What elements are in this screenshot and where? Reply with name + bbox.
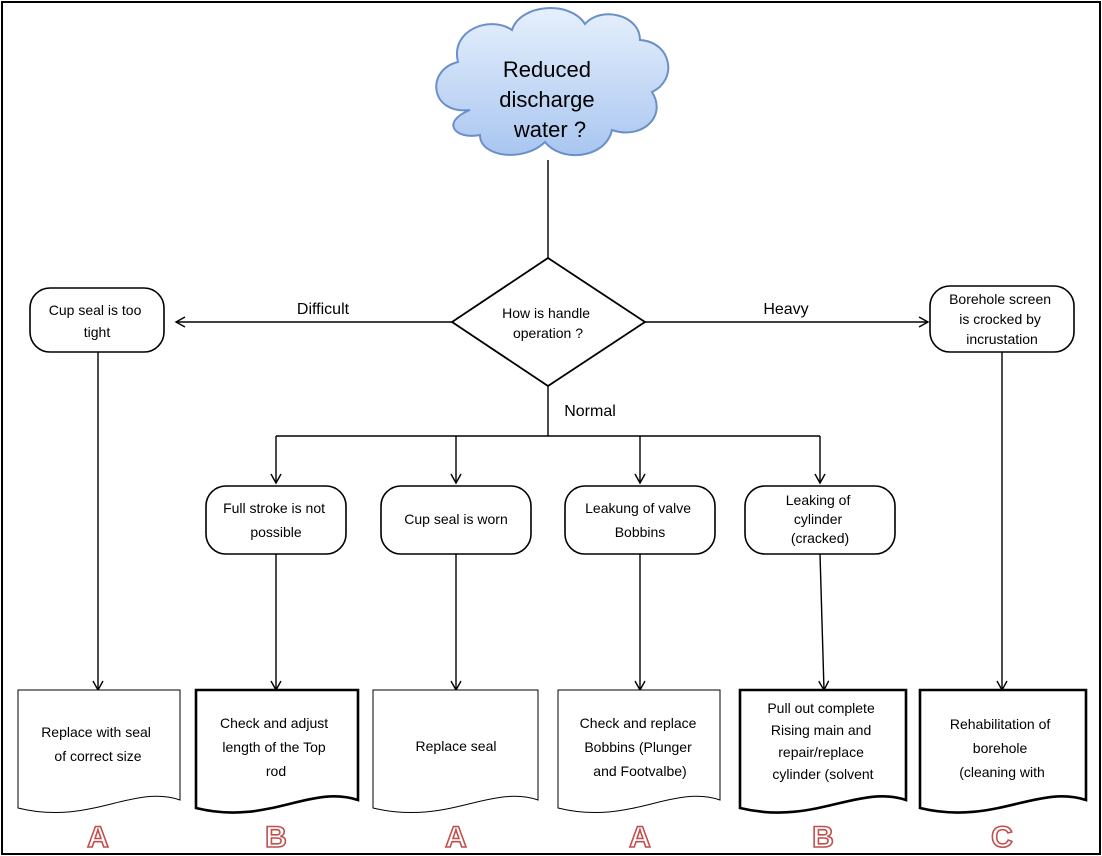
grade-label: A — [87, 821, 109, 854]
cause-borehole-screen-line-3: incrustation — [966, 331, 1038, 347]
cause-full-stroke-line-1: Full stroke is not — [223, 500, 325, 516]
cause-borehole-screen-line-2: is crocked by — [959, 311, 1041, 327]
grade-label: B — [812, 821, 834, 854]
branch-label-heavy: Heavy — [763, 301, 808, 318]
action-rehabilitation-line-3: (cleaning with — [959, 764, 1045, 780]
cause-borehole-screen-line-1: Borehole screen — [949, 291, 1051, 307]
cause-cup-seal-tight-line-2: tight — [84, 324, 111, 340]
action-rising-main-line-1: Pull out complete — [767, 700, 875, 716]
decision-diamond: How is handle operation ? — [450, 256, 647, 388]
start-line-3: water ? — [513, 117, 586, 142]
svg-text:Replace with seal of cor: Replace with seal of correct size — [41, 724, 155, 764]
grade-label: A — [629, 821, 651, 854]
action-replace-bobbins-line-3: and Footvalbe) — [593, 763, 686, 779]
grade-label: A — [445, 821, 467, 854]
cause-cup-seal-tight: Cup seal is too tight — [29, 287, 165, 353]
svg-text:Pull out complete Rising: Pull out complete Rising main and repair… — [767, 700, 878, 782]
cause-full-stroke-line-2: possible — [250, 524, 302, 540]
cause-cup-seal-worn: Cup seal is worn — [380, 485, 532, 555]
decision-line-1: How is handle — [502, 305, 590, 321]
action-rising-main: Pull out complete Rising main and repair… — [738, 688, 908, 814]
svg-text:Leaking of cylinder: Leaking of cylinder (cracked) — [786, 492, 855, 546]
cause-full-stroke: Full stroke is not possible — [205, 485, 347, 555]
grades: A B A A B C — [86, 820, 1013, 855]
branch-label-normal: Normal — [564, 403, 616, 420]
action-adjust-top-rod-line-1: Check and adjust — [220, 715, 328, 731]
action-rehabilitation: Rehabilitation of borehole (cleaning wit… — [918, 688, 1088, 814]
start-text: Reduced discharge water ? — [499, 57, 601, 142]
start-line-1: Reduced — [503, 57, 591, 82]
action-replace-seal-line-1: Replace seal — [416, 738, 497, 754]
svg-text:Leakung of valve Bobbins: Leakung of valve Bobbins — [585, 500, 695, 540]
cause-cylinder-line-3: (cracked) — [791, 530, 849, 546]
action-rising-main-line-2: Rising main and — [771, 722, 871, 738]
svg-text:Cup seal is too tight: Cup seal is too tight — [49, 302, 146, 340]
action-replace-bobbins-line-2: Bobbins (Plunger — [584, 739, 692, 755]
action-replace-bobbins: Check and replace Bobbins (Plunger and F… — [557, 689, 721, 813]
cause-cup-seal-worn-line-1: Cup seal is worn — [404, 511, 508, 527]
svg-text:Full stroke is not possi: Full stroke is not possible — [223, 500, 329, 540]
action-rising-main-line-4: cylinder (solvent — [772, 766, 873, 782]
svg-text:Rehabilitation of boreho: Rehabilitation of borehole (cleaning wit… — [950, 716, 1054, 780]
start-line-2: discharge — [499, 87, 594, 112]
action-replace-seal-size: Replace with seal of correct size — [17, 689, 181, 813]
action-rising-main-line-3: repair/replace — [778, 744, 864, 760]
cause-valve-bobbins-line-2: Bobbins — [615, 524, 666, 540]
svg-text:Cup seal is worn: Cup seal is worn — [404, 511, 508, 527]
svg-text:How is handle operation: How is handle operation ? — [502, 305, 594, 341]
action-adjust-top-rod: Check and adjust length of the Top rod — [194, 688, 360, 814]
svg-text:Borehole screen is crock: Borehole screen is crocked by incrustati… — [949, 291, 1055, 347]
cause-valve-bobbins-line-1: Leakung of valve — [585, 500, 691, 516]
grade-label: C — [991, 821, 1013, 854]
start-cloud: Reduced discharge water ? — [435, 7, 670, 157]
decision-line-2: operation ? — [513, 325, 583, 341]
action-replace-seal-size-line-2: of correct size — [54, 748, 141, 764]
action-adjust-top-rod-line-3: rod — [266, 763, 286, 779]
branch-label-difficult: Difficult — [297, 301, 350, 318]
cause-cup-seal-tight-line-1: Cup seal is too — [49, 302, 142, 318]
cause-cylinder-line-2: cylinder — [794, 511, 843, 527]
connectors — [92, 160, 1008, 692]
action-replace-seal: Replace seal — [372, 689, 539, 813]
action-replace-seal-size-line-1: Replace with seal — [41, 724, 151, 740]
svg-text:Check and replace Bobbin: Check and replace Bobbins (Plunger and F… — [580, 715, 701, 779]
svg-text:Check and adjust length: Check and adjust length of the Top rod — [220, 715, 332, 779]
cause-borehole-screen: Borehole screen is crocked by incrustati… — [929, 285, 1075, 353]
action-replace-bobbins-line-1: Check and replace — [580, 715, 697, 731]
action-rehabilitation-line-2: borehole — [973, 740, 1028, 756]
cause-cylinder: Leaking of cylinder (cracked) — [744, 485, 896, 555]
svg-text:Replace seal: Replace seal — [416, 738, 497, 754]
action-rehabilitation-line-1: Rehabilitation of — [950, 716, 1051, 732]
cause-valve-bobbins: Leakung of valve Bobbins — [564, 485, 716, 555]
cause-cylinder-line-1: Leaking of — [786, 492, 851, 508]
grade-label: B — [265, 821, 287, 854]
action-adjust-top-rod-line-2: length of the Top — [222, 739, 325, 755]
